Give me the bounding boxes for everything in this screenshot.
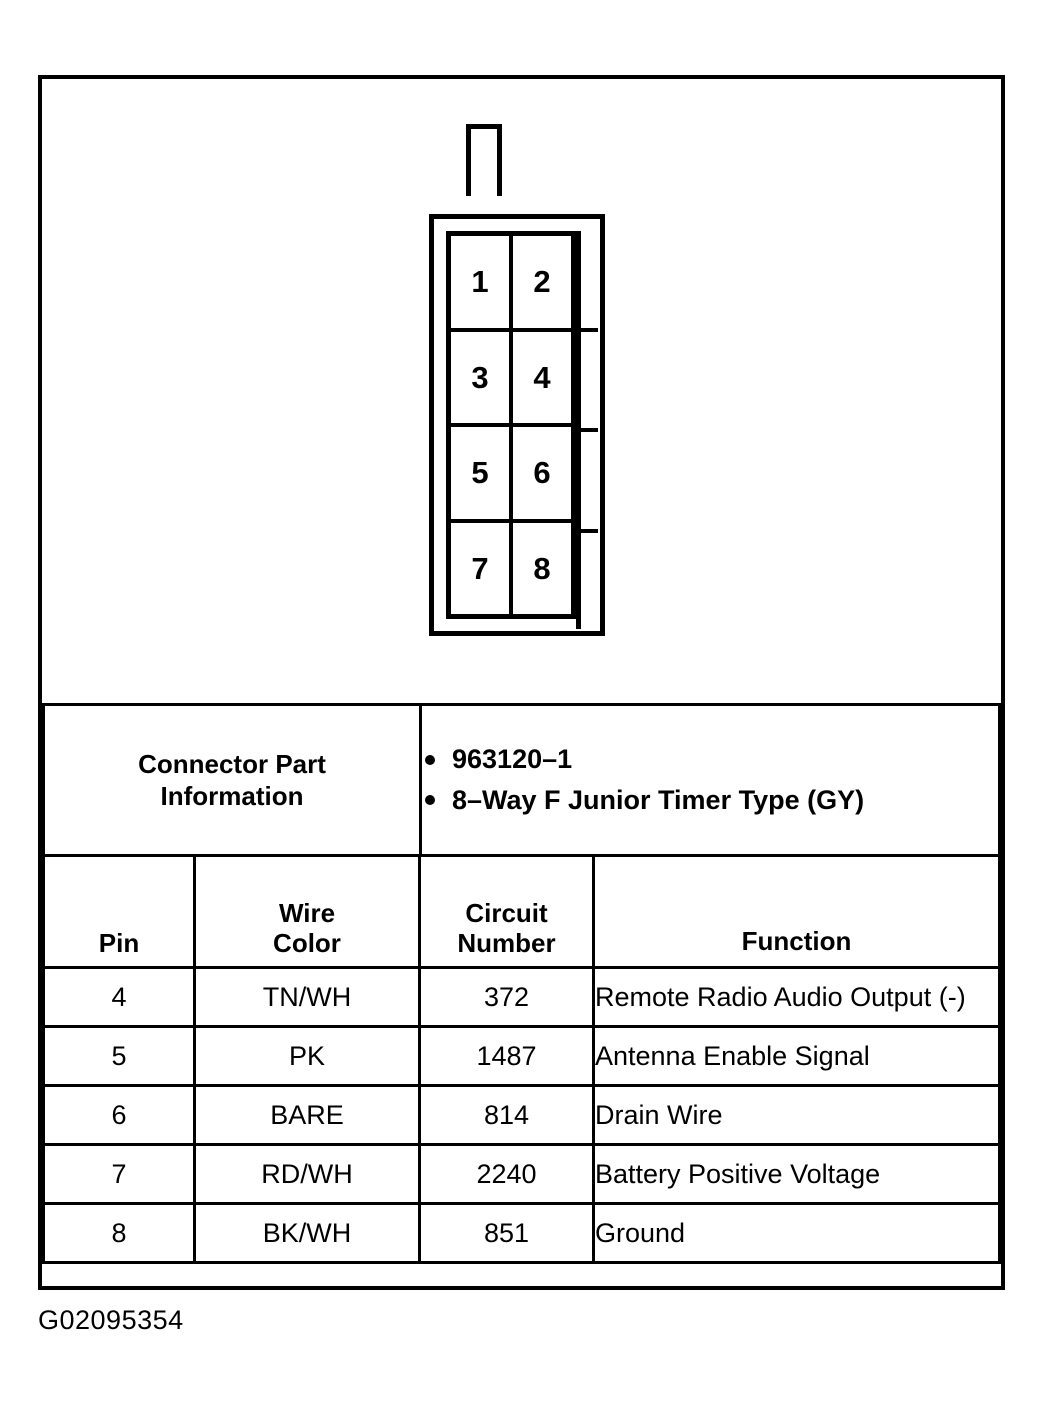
cell-circuit-number: 372 bbox=[418, 966, 595, 1028]
cell-wire-color: TN/WH bbox=[193, 966, 421, 1028]
diagram-frame: 1 2 3 4 5 6 7 8 bbox=[38, 75, 1005, 1290]
cell-pin: 8 bbox=[42, 1202, 196, 1264]
cpi-label-line1: Connector Part bbox=[138, 748, 326, 779]
table-row: 7 RD/WH 2240 Battery Positive Voltage bbox=[42, 1143, 1001, 1205]
cell-wire-color: PK bbox=[193, 1025, 421, 1087]
cell-pin: 6 bbox=[42, 1084, 196, 1146]
cell-pin: 4 bbox=[42, 966, 196, 1028]
cell-function: Battery Positive Voltage bbox=[592, 1143, 1001, 1205]
side-channel-segment bbox=[581, 332, 598, 432]
cell-function: Antenna Enable Signal bbox=[592, 1025, 1001, 1087]
table-header-row: Pin Wire Color Circuit Number Function bbox=[42, 854, 1001, 969]
pin-row: 5 6 bbox=[451, 427, 571, 523]
wire-color-head-line2: Color bbox=[273, 927, 341, 958]
connector-part-information-label: Connector Part Information bbox=[42, 703, 422, 857]
cell-circuit-number: 814 bbox=[418, 1084, 595, 1146]
wire-color-head-line1: Wire bbox=[278, 897, 336, 928]
bullet-icon bbox=[425, 755, 435, 766]
pin-cell-2: 2 bbox=[533, 264, 551, 300]
pin-cell-6: 6 bbox=[533, 455, 551, 491]
table-row: 8 BK/WH 851 Ground bbox=[42, 1202, 1001, 1264]
circuit-number-head-line2: Number bbox=[457, 927, 556, 958]
cell-function: Drain Wire bbox=[592, 1084, 1001, 1146]
cell-function: Ground bbox=[592, 1202, 1001, 1264]
cell-pin: 7 bbox=[42, 1143, 196, 1205]
cpi-value-list: 963120–1 8–Way F Junior Timer Type (GY) bbox=[422, 742, 998, 817]
cell-circuit-number: 851 bbox=[418, 1202, 595, 1264]
connector-illustration: 1 2 3 4 5 6 7 8 bbox=[42, 79, 1005, 703]
pin-row: 7 8 bbox=[451, 522, 571, 614]
cell-wire-color: BARE bbox=[193, 1084, 421, 1146]
column-header-wire-color: Wire Color bbox=[193, 854, 421, 969]
pin-cell-5: 5 bbox=[451, 427, 513, 519]
cell-wire-color: BK/WH bbox=[193, 1202, 421, 1264]
cpi-part-description: 8–Way F Junior Timer Type (GY) bbox=[452, 784, 865, 815]
table-row: 6 BARE 814 Drain Wire bbox=[42, 1084, 1001, 1146]
pin-cell-1: 1 bbox=[451, 236, 513, 328]
side-channel-segment bbox=[581, 231, 598, 332]
connector-side-channel bbox=[576, 231, 598, 629]
connector-part-information-table: Connector Part Information 963120–1 8–Wa… bbox=[42, 703, 1001, 857]
connector-keying-tab bbox=[466, 124, 502, 196]
pin-row: 1 2 bbox=[451, 236, 571, 332]
connector-shell: 1 2 3 4 5 6 7 8 bbox=[429, 214, 605, 636]
circuit-number-head-line1: Circuit bbox=[465, 897, 548, 928]
cell-circuit-number: 2240 bbox=[418, 1143, 595, 1205]
side-channel-segment bbox=[581, 533, 598, 630]
cell-pin: 5 bbox=[42, 1025, 196, 1087]
list-item: 963120–1 bbox=[425, 742, 998, 777]
pin-row: 3 4 bbox=[451, 331, 571, 427]
cell-wire-color: RD/WH bbox=[193, 1143, 421, 1205]
table-row: Connector Part Information 963120–1 8–Wa… bbox=[42, 703, 1001, 857]
pin-assignment-table: Pin Wire Color Circuit Number Function 4… bbox=[42, 854, 1001, 1264]
pin-cell-3: 3 bbox=[451, 331, 513, 423]
side-channel-segment bbox=[581, 432, 598, 533]
column-header-pin: Pin bbox=[42, 854, 196, 969]
table-row: 5 PK 1487 Antenna Enable Signal bbox=[42, 1025, 1001, 1087]
connector-part-information-values: 963120–1 8–Way F Junior Timer Type (GY) bbox=[419, 703, 1001, 857]
bullet-icon bbox=[425, 795, 435, 806]
pin-cell-8: 8 bbox=[533, 550, 551, 586]
table-row: 4 TN/WH 372 Remote Radio Audio Output (-… bbox=[42, 966, 1001, 1028]
cell-circuit-number: 1487 bbox=[418, 1025, 595, 1087]
column-header-function: Function bbox=[592, 854, 1001, 969]
pin-cell-7: 7 bbox=[451, 522, 513, 614]
cpi-part-number: 963120–1 bbox=[452, 744, 573, 775]
figure-caption: G02095354 bbox=[38, 1305, 184, 1335]
cpi-label-line2: Information bbox=[160, 781, 304, 811]
cell-function: Remote Radio Audio Output (-) bbox=[592, 966, 1001, 1028]
connector-pin-grid: 1 2 3 4 5 6 7 8 bbox=[446, 231, 576, 619]
list-item: 8–Way F Junior Timer Type (GY) bbox=[425, 783, 998, 818]
column-header-circuit-number: Circuit Number bbox=[418, 854, 595, 969]
pin-cell-4: 4 bbox=[533, 359, 551, 395]
